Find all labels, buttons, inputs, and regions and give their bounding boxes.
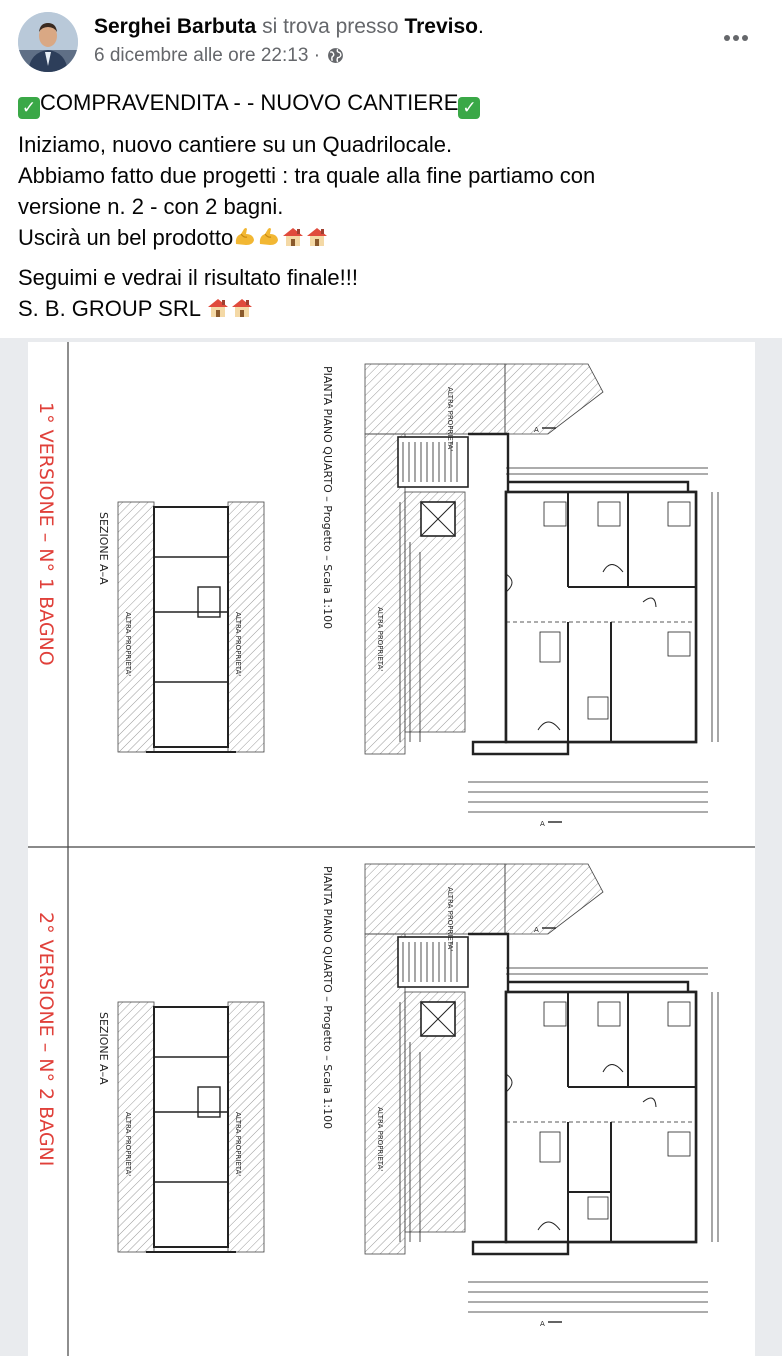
post-text-line: versione n. 2 - con 2 bagni.	[18, 194, 284, 219]
post-image[interactable]: A A 1° VERSIONE – N° 1 BAGNO 2° VERSIONE…	[0, 338, 782, 1356]
post-header: Serghei Barbuta si trova presso Treviso.…	[0, 0, 782, 80]
more-options-button[interactable]	[716, 22, 756, 54]
post-text-line-emoji: Uscirà un bel prodotto	[18, 223, 329, 253]
house-emoji-icon	[305, 226, 329, 248]
more-horizontal-icon	[724, 35, 748, 41]
house-emoji-icon	[230, 297, 254, 319]
location-prefix: si trova presso	[262, 15, 399, 38]
altra-proprieta-label: ALTRA PROPRIETA'	[376, 1107, 384, 1171]
flexed-biceps-emoji-icon	[257, 226, 281, 248]
house-emoji-icon	[281, 226, 305, 248]
post-timestamp[interactable]: 6 dicembre alle ore 22:13	[94, 45, 309, 66]
post-title-line: ✓COMPRAVENDITA - - NUOVO CANTIERE✓	[18, 88, 481, 119]
post-text-line: S. B. GROUP SRL	[18, 296, 201, 321]
author-name[interactable]: Serghei Barbuta	[94, 15, 257, 38]
altra-proprieta-label: ALTRA PROPRIETA'	[234, 612, 242, 676]
post-text-line: Uscirà un bel prodotto	[18, 225, 234, 250]
post-meta: 6 dicembre alle ore 22:13 ·	[94, 44, 344, 71]
altra-proprieta-label: ALTRA PROPRIETA'	[124, 1112, 132, 1176]
version-2-plan	[116, 862, 720, 1330]
avatar-photo	[18, 12, 78, 72]
location-name[interactable]: Treviso	[404, 15, 479, 38]
post-text-line: Abbiamo fatto due progetti : tra quale a…	[18, 163, 596, 188]
author-line: Serghei Barbuta si trova presso Treviso.	[94, 14, 484, 40]
altra-proprieta-label: ALTRA PROPRIETA'	[124, 612, 132, 676]
version-1-plan	[116, 362, 720, 830]
post-title: COMPRAVENDITA - - NUOVO CANTIERE	[40, 90, 459, 115]
plan-title-v2: PIANTA PIANO QUARTO – Progetto – Scala 1…	[321, 866, 334, 1129]
floor-plan-drawing: A A 1° VERSIONE – N° 1 BAGNO 2° VERSIONE…	[28, 342, 755, 1356]
altra-proprieta-label: ALTRA PROPRIETA'	[446, 887, 454, 951]
house-emoji-icon	[206, 297, 230, 319]
second-bathroom-outline	[567, 1191, 612, 1243]
avatar[interactable]	[18, 12, 78, 72]
post-text-line: Iniziamo, nuovo cantiere su un Quadriloc…	[18, 132, 453, 157]
altra-proprieta-label: ALTRA PROPRIETA'	[234, 1112, 242, 1176]
check-mark-emoji-icon: ✓	[458, 97, 481, 119]
timestamp-separator: ·	[313, 45, 321, 66]
section-label-v1: SEZIONE A–A	[97, 512, 110, 585]
version-2-label: 2° VERSIONE – N° 2 BAGNI	[35, 912, 57, 1166]
altra-proprieta-label: ALTRA PROPRIETA'	[376, 607, 384, 671]
plan-title-v1: PIANTA PIANO QUARTO – Progetto – Scala 1…	[321, 366, 334, 629]
section-label-v2: SEZIONE A–A	[97, 1012, 110, 1085]
location-suffix: .	[478, 15, 484, 38]
flexed-biceps-emoji-icon	[233, 226, 257, 248]
altra-proprieta-label: ALTRA PROPRIETA'	[446, 387, 454, 451]
post-text-line-emoji: S. B. GROUP SRL	[18, 294, 254, 324]
floor-plan-sheet: A A 1° VERSIONE – N° 1 BAGNO 2° VERSIONE…	[28, 342, 755, 1356]
post-text-line: Seguimi e vedrai il risultato finale!!!	[18, 265, 358, 290]
globe-icon	[327, 47, 344, 71]
check-mark-emoji-icon: ✓	[18, 97, 40, 119]
version-1-label: 1° VERSIONE – N° 1 BAGNO	[35, 402, 57, 666]
